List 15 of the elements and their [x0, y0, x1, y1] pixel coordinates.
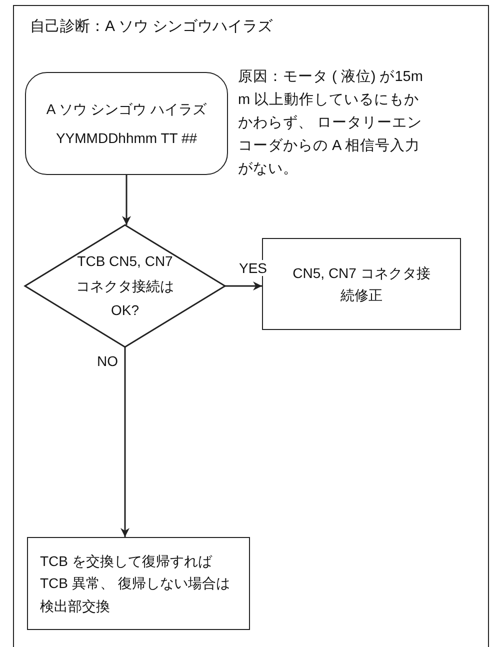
terminal-box [25, 72, 228, 175]
cause-note: 原因：モータ ( 液位) が15mm 以上動作しているにもかかわらず、 ロータリーエンコーダからの A 相信号入力がない。 [238, 68, 424, 179]
arrow [225, 282, 262, 290]
diagram-title: 自己診断：A ソウ シンゴウハイラズ [30, 17, 273, 36]
node-heading: A ソウ シンゴウ ハイラズ [46, 100, 207, 120]
node-text: CN5, CN7 コネクタ接続修正 [292, 264, 432, 305]
node-text: TCB を交換して復帰すれば TCB 異常、 復帰しない場合は検出部交換 [40, 552, 231, 616]
node-text: YYMMDDhhmm TT ## [56, 128, 198, 148]
edge-label: YES [237, 260, 270, 276]
edge-label: NO [95, 353, 120, 369]
arrow [122, 175, 131, 225]
arrow [120, 347, 130, 537]
decision-diamond [25, 225, 225, 347]
process-box [27, 537, 250, 630]
node-text: TCB CN5, CN7 コネクタ接続は OK? [75, 252, 175, 320]
